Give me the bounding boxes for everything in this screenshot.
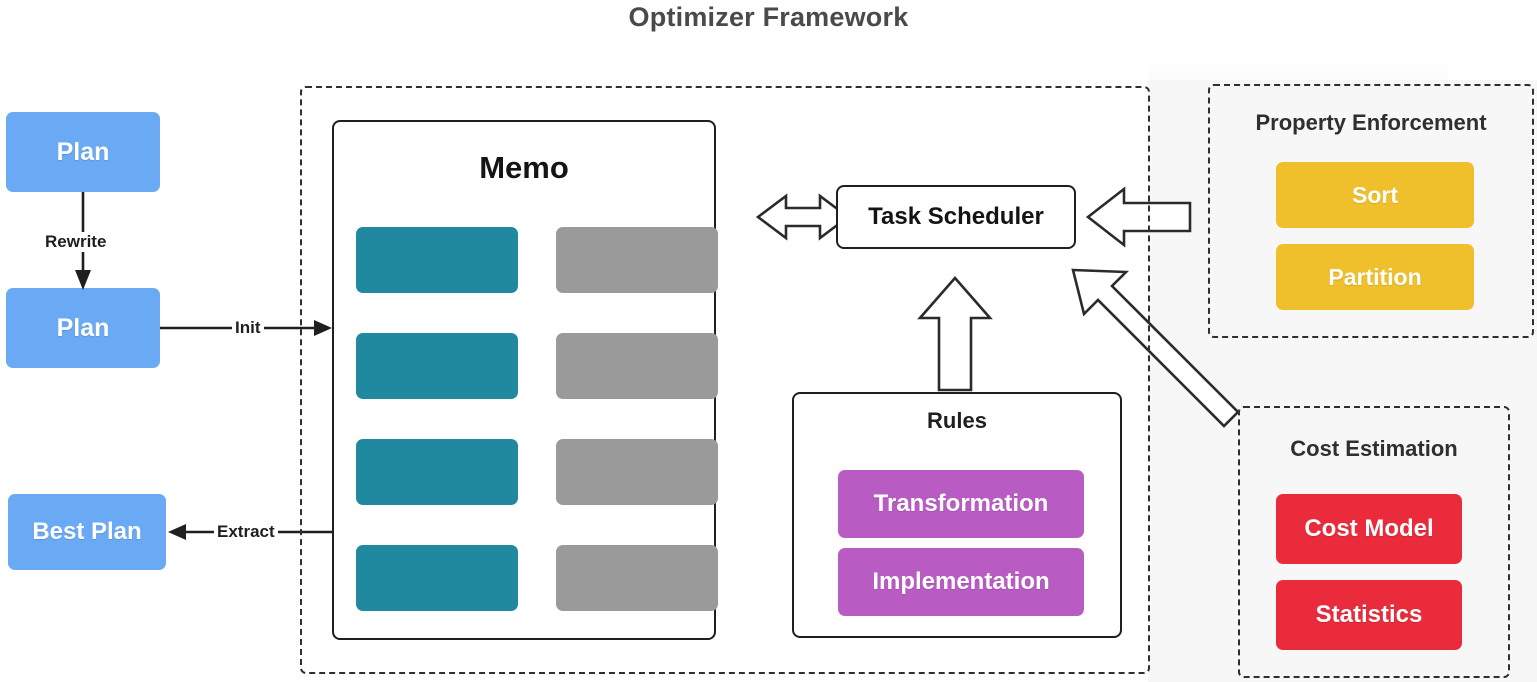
memo-row bbox=[356, 439, 718, 505]
memo-row bbox=[356, 227, 718, 293]
best-plan-box[interactable]: Best Plan bbox=[8, 494, 166, 570]
edge-label-rewrite: Rewrite bbox=[42, 232, 110, 252]
plan-rewritten-label: Plan bbox=[56, 313, 110, 342]
rule-implementation[interactable]: Implementation bbox=[838, 548, 1084, 616]
memo-cell-teal[interactable] bbox=[356, 545, 518, 611]
plan-input-label: Plan bbox=[56, 137, 110, 166]
memo-cell-gray[interactable] bbox=[556, 227, 718, 293]
plan-input-box[interactable]: Plan bbox=[6, 112, 160, 192]
property-sort-label: Sort bbox=[1352, 181, 1398, 208]
memo-row bbox=[356, 333, 718, 399]
memo-cell-gray[interactable] bbox=[556, 333, 718, 399]
rules-title: Rules bbox=[927, 408, 987, 433]
rule-implementation-label: Implementation bbox=[872, 568, 1050, 595]
page-title: Optimizer Framework bbox=[628, 2, 909, 32]
memo-title: Memo bbox=[479, 150, 569, 185]
edge-label-init: Init bbox=[232, 318, 264, 338]
cost-estimation-title: Cost Estimation bbox=[1290, 436, 1458, 461]
optimizer-container bbox=[300, 86, 1150, 674]
task-scheduler-label: Task Scheduler bbox=[868, 203, 1044, 230]
best-plan-label: Best Plan bbox=[32, 518, 142, 545]
memo-row bbox=[356, 545, 718, 611]
statistics-box[interactable]: Statistics bbox=[1276, 580, 1462, 650]
rule-transformation-label: Transformation bbox=[873, 490, 1049, 517]
statistics-label: Statistics bbox=[1315, 601, 1423, 628]
rules-panel[interactable]: Rules Transformation Implementation bbox=[792, 392, 1122, 638]
property-partition[interactable]: Partition bbox=[1276, 244, 1474, 310]
property-enforcement-title: Property Enforcement bbox=[1255, 110, 1487, 135]
cost-estimation-panel[interactable]: Cost Estimation Cost Model Statistics bbox=[1238, 406, 1510, 678]
plan-rewritten-box[interactable]: Plan bbox=[6, 288, 160, 368]
rule-transformation[interactable]: Transformation bbox=[838, 470, 1084, 538]
cost-model-label: Cost Model bbox=[1304, 515, 1434, 542]
property-partition-label: Partition bbox=[1328, 263, 1422, 290]
memo-cell-teal[interactable] bbox=[356, 333, 518, 399]
property-sort[interactable]: Sort bbox=[1276, 162, 1474, 228]
memo-cell-gray[interactable] bbox=[556, 545, 718, 611]
memo-cell-teal[interactable] bbox=[356, 439, 518, 505]
property-enforcement-panel[interactable]: Property Enforcement Sort Partition bbox=[1208, 84, 1534, 338]
task-scheduler-box[interactable]: Task Scheduler bbox=[836, 185, 1076, 249]
memo-cell-teal[interactable] bbox=[356, 227, 518, 293]
edge-label-extract: Extract bbox=[214, 522, 278, 542]
memo-cell-gray[interactable] bbox=[556, 439, 718, 505]
memo-panel[interactable]: Memo bbox=[332, 120, 718, 640]
cost-model-box[interactable]: Cost Model bbox=[1276, 494, 1462, 564]
